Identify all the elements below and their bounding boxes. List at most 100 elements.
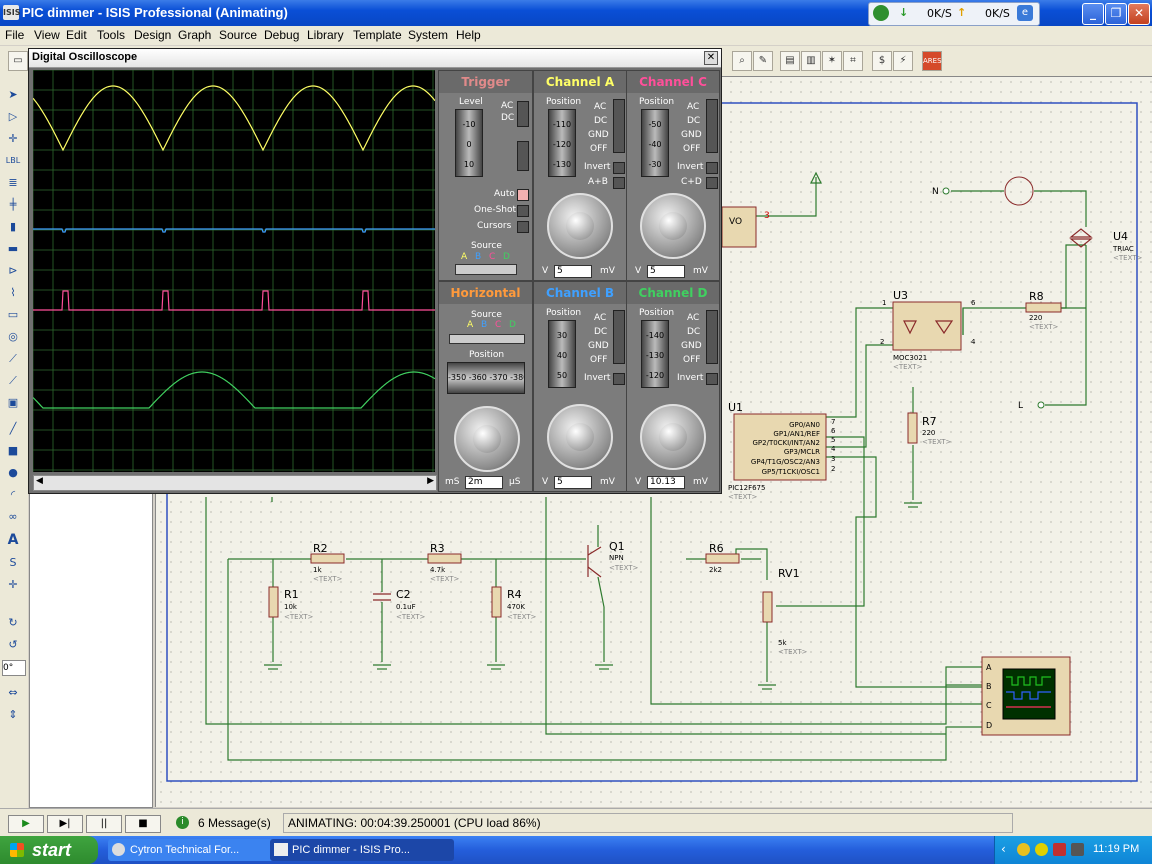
- channel-b-position-slider[interactable]: 30 40 50: [548, 320, 576, 388]
- text-script-icon[interactable]: ≣: [8, 176, 18, 189]
- channel-c-position-slider[interactable]: -50 -40 -30: [641, 109, 669, 177]
- security-tray-icon[interactable]: [1053, 843, 1066, 856]
- marker-icon[interactable]: ✛: [8, 578, 18, 591]
- package-icon[interactable]: ⌗: [843, 51, 863, 71]
- channel-a-scale-field[interactable]: 5: [554, 265, 592, 278]
- scope-horizontal-scrollbar[interactable]: ◀ ▶: [33, 475, 437, 491]
- channel-c-volts-dial[interactable]: [640, 193, 706, 259]
- trigger-level-slider[interactable]: -10 0 10: [455, 109, 483, 177]
- taskbar-item-isis[interactable]: PIC dimmer - ISIS Pro...: [270, 839, 454, 861]
- decompose-icon[interactable]: ✶: [822, 51, 842, 71]
- channel-d-scale-field[interactable]: 10.13: [647, 476, 685, 489]
- wire-label-icon[interactable]: LBL: [5, 156, 21, 165]
- clock[interactable]: 11:19 PM: [1093, 843, 1140, 855]
- circle-icon[interactable]: ●: [8, 466, 18, 479]
- netlist-icon[interactable]: ▤: [780, 51, 800, 71]
- horizontal-position-readout[interactable]: -350 -360 -370 -380: [447, 362, 525, 394]
- channel-d-position-slider[interactable]: -140 -130 -120: [641, 320, 669, 388]
- terminals-icon[interactable]: ▬: [7, 242, 19, 255]
- channel-d-invert-button[interactable]: [706, 373, 718, 385]
- menu-file[interactable]: File: [5, 28, 25, 42]
- menu-view[interactable]: View: [34, 28, 60, 42]
- pause-button[interactable]: ||: [86, 815, 122, 833]
- step-button[interactable]: ▶|: [47, 815, 83, 833]
- restore-button[interactable]: ❐: [1105, 3, 1127, 25]
- mirror-horizontal-icon[interactable]: ⇔: [8, 686, 18, 699]
- channel-d-volts-dial[interactable]: [640, 404, 706, 470]
- minimize-button[interactable]: _: [1082, 3, 1104, 25]
- channel-a-combine-button[interactable]: [613, 177, 625, 189]
- channel-a-mode-switch[interactable]: [613, 99, 625, 153]
- channel-b-scale-field[interactable]: 5: [554, 476, 592, 489]
- junction-dot-icon[interactable]: ✛: [8, 132, 18, 145]
- trigger-coupling-switch[interactable]: [517, 101, 529, 127]
- rotate-clockwise-icon[interactable]: ↻: [8, 616, 18, 629]
- device-selector-list[interactable]: [29, 490, 153, 808]
- menu-system[interactable]: System: [408, 28, 449, 42]
- channel-a-invert-button[interactable]: [613, 162, 625, 174]
- menu-edit[interactable]: Edit: [66, 28, 87, 42]
- start-button[interactable]: start: [0, 836, 98, 864]
- ares-icon[interactable]: ARES: [922, 51, 942, 71]
- virtual-instruments-icon[interactable]: ▣: [7, 396, 19, 409]
- play-button[interactable]: ▶: [8, 815, 44, 833]
- tray-expand-icon[interactable]: ‹: [1001, 842, 1006, 856]
- line-icon[interactable]: ╱: [9, 422, 17, 435]
- trigger-auto-button[interactable]: [517, 189, 529, 201]
- channel-a-position-slider[interactable]: -110 -120 -130: [548, 109, 576, 177]
- horizontal-timebase-dial[interactable]: [454, 406, 520, 472]
- browser-icon[interactable]: e: [1017, 5, 1033, 21]
- channel-c-mode-switch[interactable]: [706, 99, 718, 153]
- channel-b-mode-switch[interactable]: [613, 310, 625, 364]
- menu-help[interactable]: Help: [456, 28, 481, 42]
- rotation-field[interactable]: 0°: [2, 660, 26, 676]
- taskbar-item-cytron[interactable]: Cytron Technical For...: [108, 839, 282, 861]
- horizontal-source-slider[interactable]: [449, 334, 525, 344]
- text-icon[interactable]: A: [7, 532, 19, 548]
- menu-design[interactable]: Design: [134, 28, 172, 42]
- copy-icon[interactable]: ▥: [801, 51, 821, 71]
- pin-icon[interactable]: ⊳: [8, 264, 18, 277]
- trigger-cursors-button[interactable]: [517, 221, 529, 233]
- new-file-icon[interactable]: ▭: [8, 51, 28, 71]
- tools-icon[interactable]: ✎: [753, 51, 773, 71]
- channel-b-volts-dial[interactable]: [547, 404, 613, 470]
- menu-template[interactable]: Template: [353, 28, 402, 42]
- mirror-vertical-icon[interactable]: ⇕: [8, 708, 18, 721]
- stop-button[interactable]: ■: [125, 815, 161, 833]
- trigger-oneshot-button[interactable]: [517, 205, 529, 217]
- channel-b-invert-button[interactable]: [613, 373, 625, 385]
- path-icon[interactable]: ∞: [8, 510, 18, 523]
- symbol-icon[interactable]: S: [9, 556, 17, 569]
- current-probe-icon[interactable]: ⟋: [9, 374, 17, 387]
- rotate-anticlockwise-icon[interactable]: ↺: [8, 638, 18, 651]
- oscilloscope-title-bar[interactable]: Digital Oscilloscope ✕: [29, 49, 721, 68]
- menu-debug[interactable]: Debug: [264, 28, 300, 42]
- oscilloscope-close-icon[interactable]: ✕: [704, 51, 718, 65]
- channel-c-invert-button[interactable]: [706, 162, 718, 174]
- trigger-edge-switch[interactable]: [517, 141, 529, 171]
- component-mode-icon[interactable]: ▷: [8, 110, 18, 123]
- messages-count[interactable]: 6 Message(s): [198, 816, 271, 830]
- monitor-tray-icon[interactable]: [1071, 843, 1084, 856]
- arc-icon[interactable]: ◜: [10, 488, 16, 501]
- channel-c-combine-button[interactable]: [706, 177, 718, 189]
- network-tray-icon[interactable]: [1035, 843, 1048, 856]
- selection-mode-icon[interactable]: ➤: [8, 88, 18, 101]
- scroll-right-icon[interactable]: ▶: [427, 476, 434, 486]
- shield-icon[interactable]: [1017, 843, 1030, 856]
- scroll-left-icon[interactable]: ◀: [36, 476, 43, 486]
- close-button[interactable]: ✕: [1128, 3, 1150, 25]
- trigger-source-slider[interactable]: [455, 264, 517, 275]
- bill-icon[interactable]: $: [872, 51, 892, 71]
- generator-icon[interactable]: ◎: [8, 330, 18, 343]
- box-icon[interactable]: ■: [7, 444, 19, 457]
- horizontal-scale-field[interactable]: 2m: [465, 476, 503, 489]
- digital-oscilloscope-window[interactable]: Digital Oscilloscope ✕ ◀ ▶ Trigger Level…: [28, 48, 722, 494]
- channel-d-mode-switch[interactable]: [706, 310, 718, 364]
- bus-icon[interactable]: ╪: [9, 198, 17, 211]
- subcircuit-icon[interactable]: ▮: [9, 220, 17, 233]
- graph-icon[interactable]: ⌇: [10, 286, 16, 299]
- channel-a-volts-dial[interactable]: [547, 193, 613, 259]
- find-icon[interactable]: ⌕: [732, 51, 752, 71]
